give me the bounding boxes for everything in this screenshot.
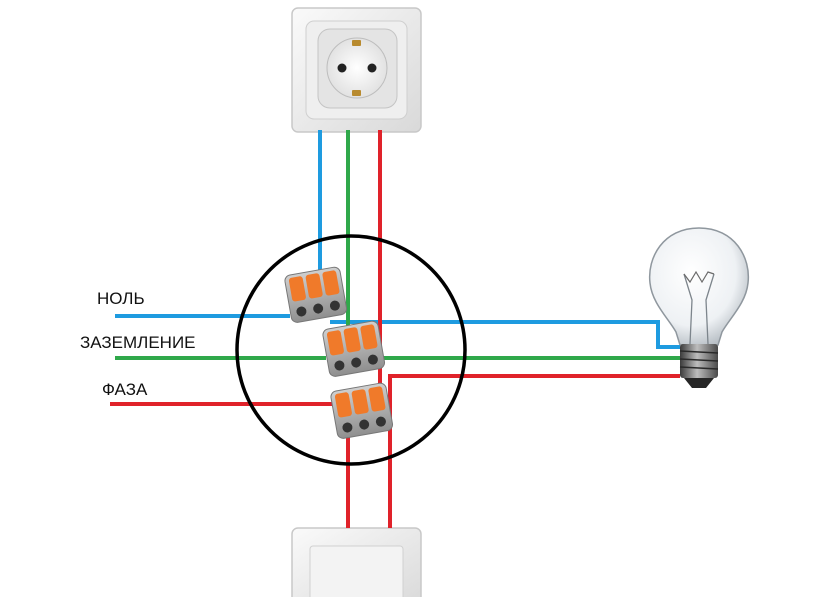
wago-connector-icon [322, 320, 386, 377]
label-phase: ФАЗА [102, 380, 148, 399]
phase-wires [110, 130, 680, 528]
ground-wires [115, 130, 680, 360]
phase-wire-switch-out [388, 374, 680, 528]
neutral-wires [115, 130, 680, 349]
label-ground: ЗАЗЕМЛЕНИЕ [80, 333, 196, 352]
wago-connector-icon [330, 382, 394, 439]
socket-icon [291, 7, 422, 133]
light-bulb-icon [648, 227, 750, 388]
junction-box-circle [235, 234, 467, 466]
light-switch-icon [291, 527, 422, 597]
wago-connector-icon [284, 266, 348, 323]
label-neutral: НОЛЬ [97, 289, 145, 308]
neutral-wire-lamp [330, 320, 680, 349]
